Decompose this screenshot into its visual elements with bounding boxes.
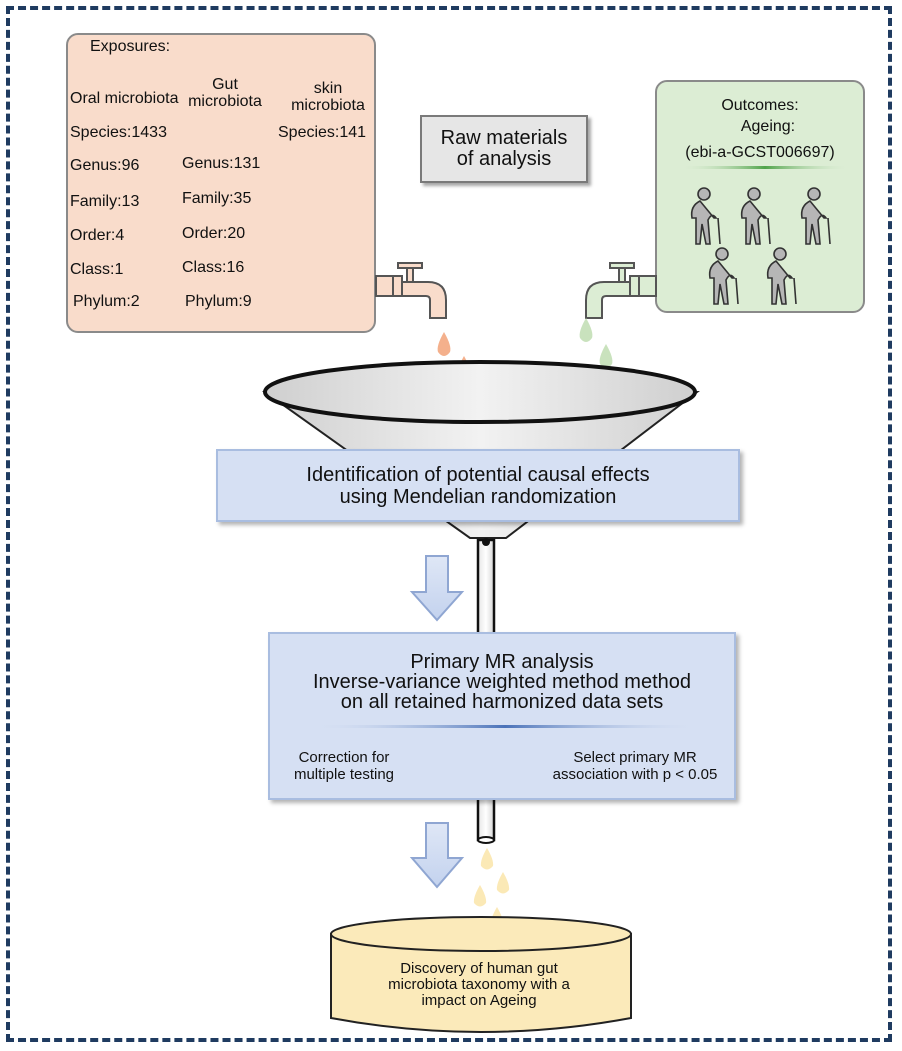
drop-icon [579,318,593,342]
oral-item: Class:1 [70,261,124,278]
gut-item: Phylum:9 [185,293,252,310]
drop-icon [496,872,510,894]
gut-item: Order:20 [182,225,246,242]
primary-title-line3: on all retained harmonized data sets [340,691,664,713]
primary-title-line2: Inverse-variance weighted method method [313,671,691,693]
primary-mr-box: Primary MR analysis Inverse-variance wei… [268,632,736,800]
result-cylinder [330,916,632,1033]
outcomes-title: Outcomes: [721,97,799,114]
elderly-person-icon [766,247,797,305]
funnel-rim [263,360,697,424]
pipe-outlet [477,836,495,844]
exposures-panel: Exposures: Oral microbiota Gut microbiot… [66,33,376,333]
elderly-person-icon [740,187,771,245]
oral-item: Family:13 [70,193,140,210]
gut-item: Family:35 [182,190,252,207]
skin-header: skin microbiota [291,80,365,114]
dashed-frame [6,6,892,1042]
down-arrow-icon [409,822,465,889]
elderly-person-icon [800,187,831,245]
elderly-person-icon [708,247,739,305]
correction-note: Correction for multiple testing [293,749,395,783]
primary-title-line1: Primary MR analysis [410,651,594,673]
down-arrow-icon [409,555,465,622]
oral-item: Order:4 [70,227,125,244]
gut-item: Class:16 [182,259,245,276]
drop-icon [437,332,451,356]
skin-item: Species:141 [278,124,367,141]
select-note: Select primary MR association with p < 0… [552,749,718,783]
oral-item: Genus:96 [70,157,140,174]
outcome-divider [680,166,850,169]
primary-divider [310,725,700,728]
discovery-label: Discovery of human gut microbiota taxono… [388,960,570,1009]
drop-icon [599,344,613,368]
exposures-title: Exposures: [90,38,171,55]
raw-materials-label: Raw materials of analysis [440,127,568,170]
outcomes-id: (ebi-a-GCST006697) [685,144,835,161]
outcomes-subtitle: Ageing: [740,118,796,135]
pipe-joint [482,538,490,546]
gut-header: Gut microbiota [188,76,262,110]
elderly-people-icon [690,187,831,305]
oral-item: Phylum:2 [73,293,140,310]
right-tap-icon [585,262,657,319]
left-tap-icon [375,262,447,319]
identification-box: Identification of potential causal effec… [216,449,740,522]
elderly-person-icon [690,187,721,245]
raw-materials-box: Raw materials of analysis [420,115,588,183]
oral-header: Oral microbiota [70,90,179,107]
oral-item: Species:1433 [70,124,167,141]
drop-icon [473,885,487,907]
gut-item: Genus:131 [182,155,261,172]
identification-label: Identification of potential causal effec… [306,463,650,508]
drop-icon [480,848,494,870]
